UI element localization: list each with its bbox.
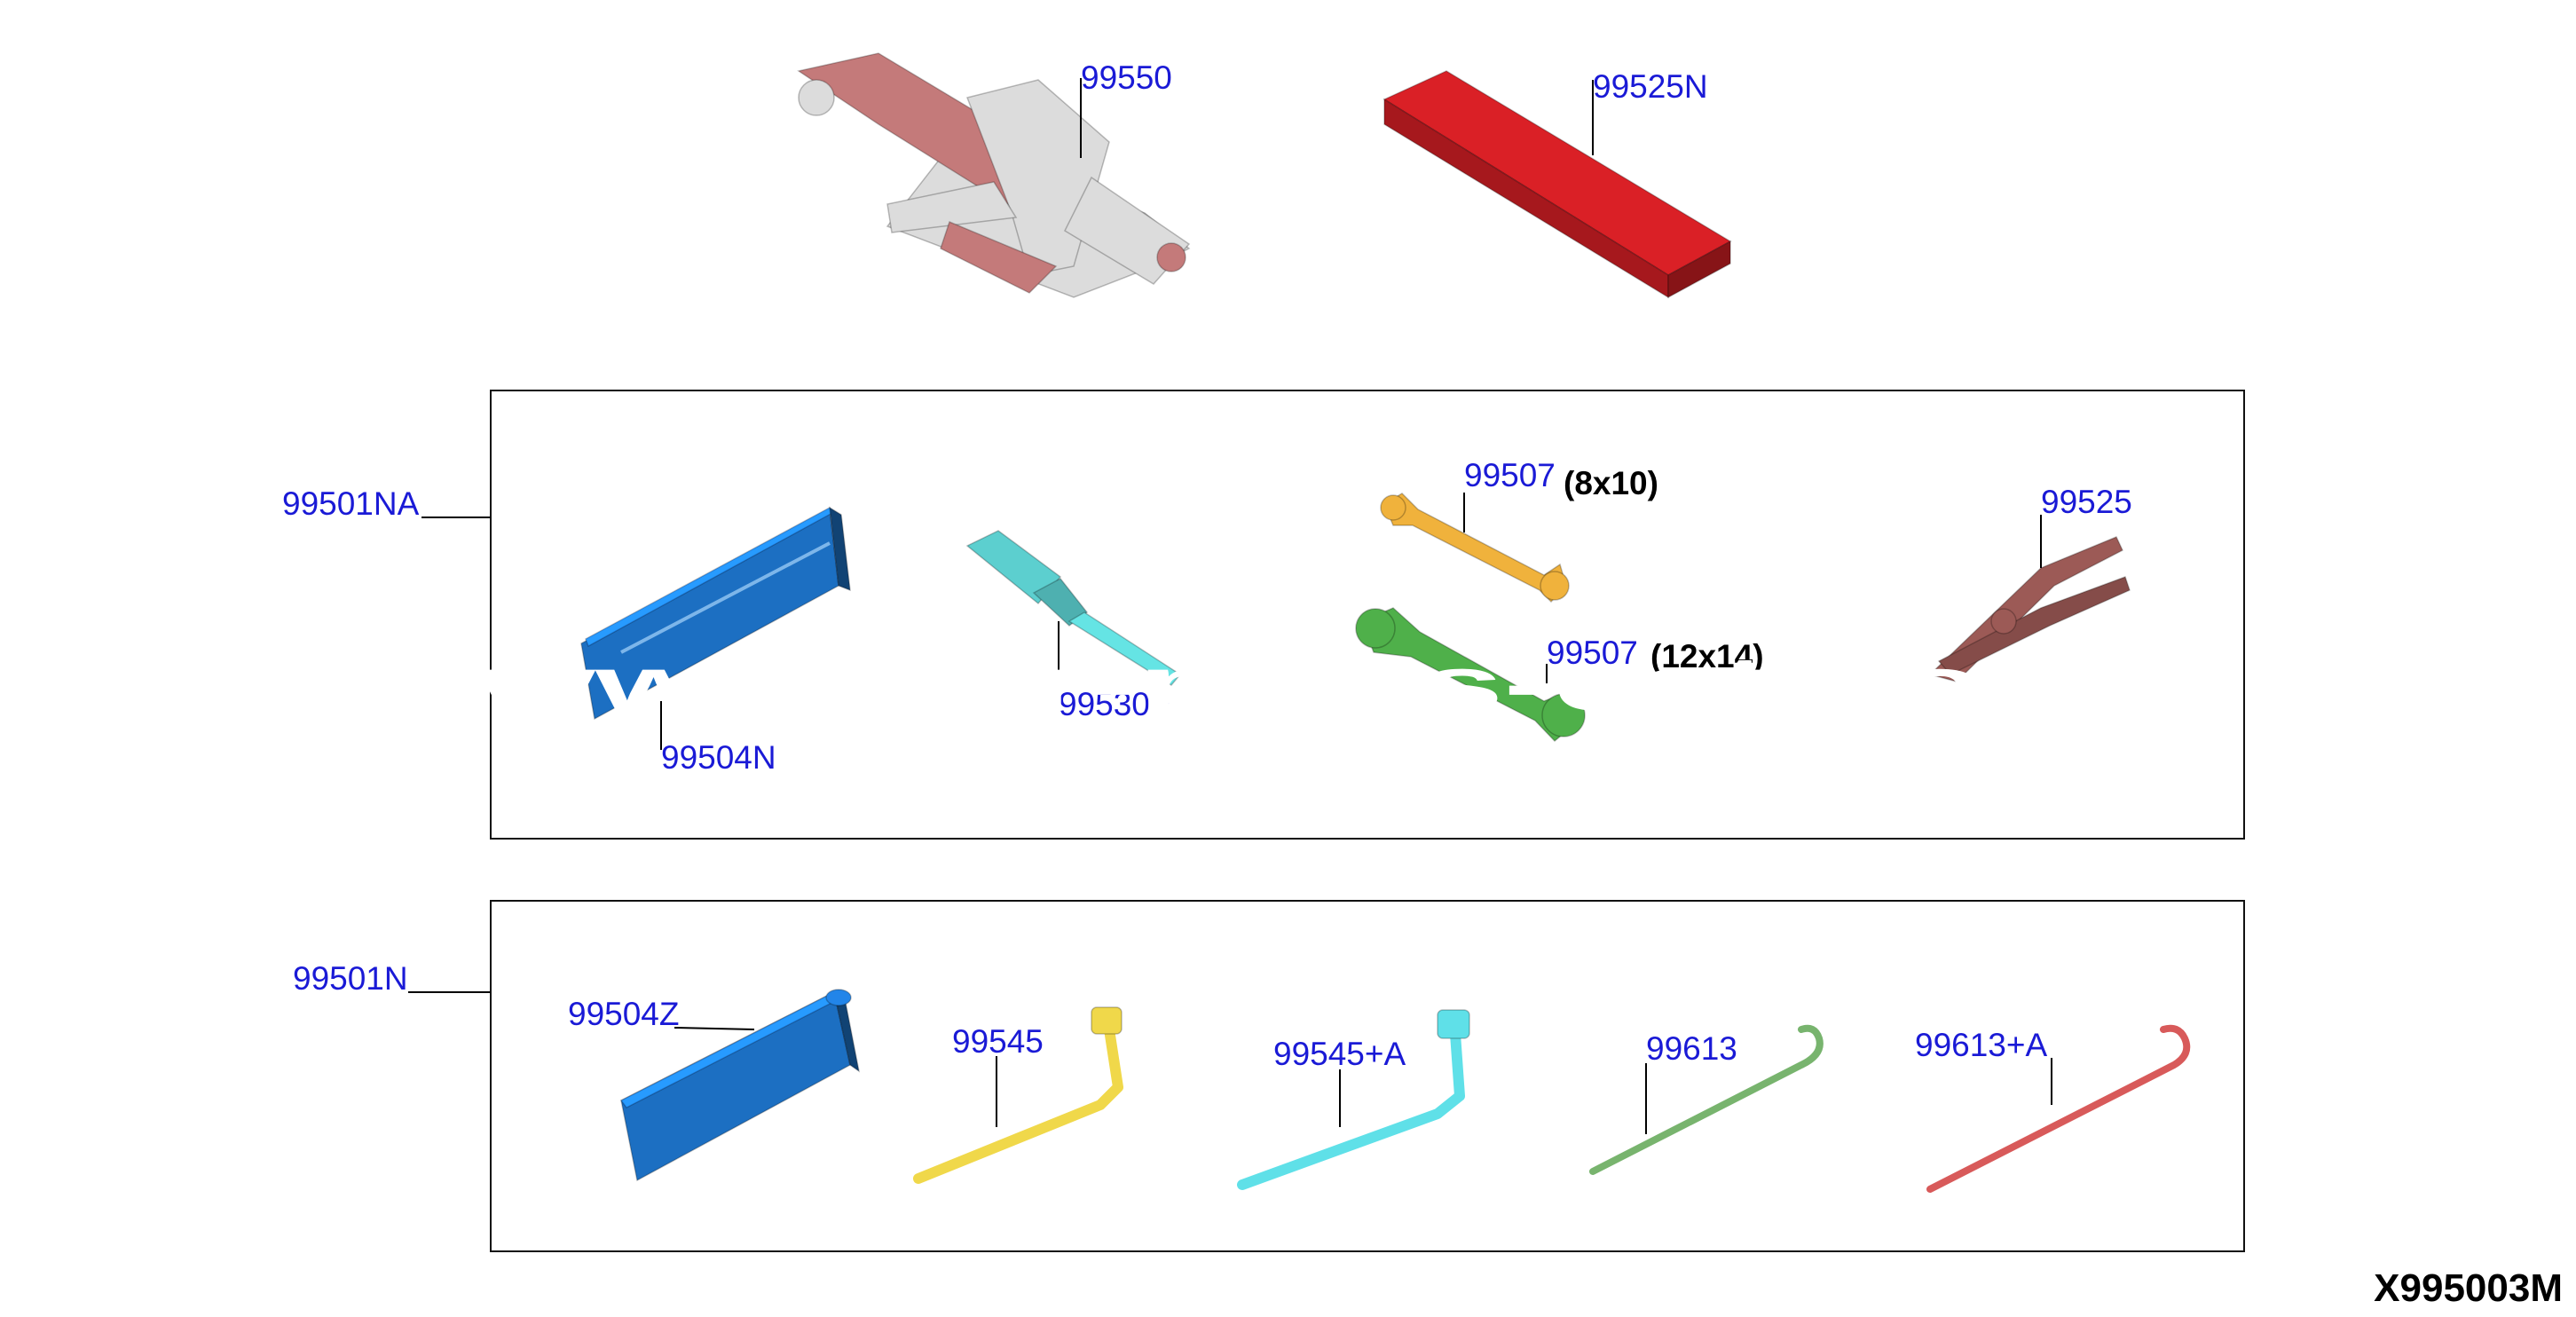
lug-wrench-99545-illustration[interactable] <box>913 1006 1123 1184</box>
part-label-99545[interactable]: 99545 <box>952 1023 1044 1060</box>
part-label-99613A[interactable]: 99613+A <box>1915 1027 2047 1063</box>
kit-99501N-box <box>490 900 2245 1252</box>
part-label-99613[interactable]: 99613 <box>1646 1030 1737 1067</box>
part-label-99501N[interactable]: 99501N <box>293 960 408 997</box>
part-label-99525N[interactable]: 99525N <box>1593 68 1708 105</box>
tool-bag-99504N-illustration[interactable] <box>580 506 851 721</box>
tow-hook-99613-illustration[interactable] <box>1589 1024 1824 1175</box>
part-label-99507-12x14[interactable]: 99507 <box>1547 635 1638 671</box>
part-label-99530P[interactable]: 99530P <box>1059 686 1172 722</box>
diagram-code: X995003M <box>2374 1266 2563 1310</box>
part-label-99550[interactable]: 99550 <box>1081 59 1172 96</box>
jack-pad-illustration[interactable] <box>1383 70 1732 299</box>
watermark: www.car-parts-catalog <box>477 642 2076 727</box>
size-label-12x14: (12x14) <box>1650 638 1764 674</box>
tool-bag-99504Z-illustration[interactable] <box>619 989 861 1182</box>
screwdriver-illustration[interactable] <box>965 530 1182 686</box>
leader-99504Z <box>674 1027 755 1030</box>
scissor-jack-illustration[interactable] <box>797 52 1191 298</box>
part-label-99545A[interactable]: 99545+A <box>1273 1036 1406 1072</box>
kit-99501NA-box <box>490 390 2245 840</box>
part-label-99504Z[interactable]: 99504Z <box>568 996 680 1032</box>
part-label-99507-8x10[interactable]: 99507 <box>1464 457 1556 493</box>
wrench-8x10-illustration[interactable] <box>1380 493 1570 603</box>
tow-hook-99613A-illustration[interactable] <box>1926 1024 2191 1193</box>
part-label-99525[interactable]: 99525 <box>2041 484 2132 520</box>
part-label-99504N[interactable]: 99504N <box>661 739 776 776</box>
lug-wrench-99545A-illustration[interactable] <box>1237 1009 1470 1190</box>
part-label-99501NA[interactable]: 99501NA <box>282 485 420 522</box>
wrench-12x14-illustration[interactable] <box>1355 607 1586 743</box>
size-label-8x10: (8x10) <box>1564 465 1658 501</box>
